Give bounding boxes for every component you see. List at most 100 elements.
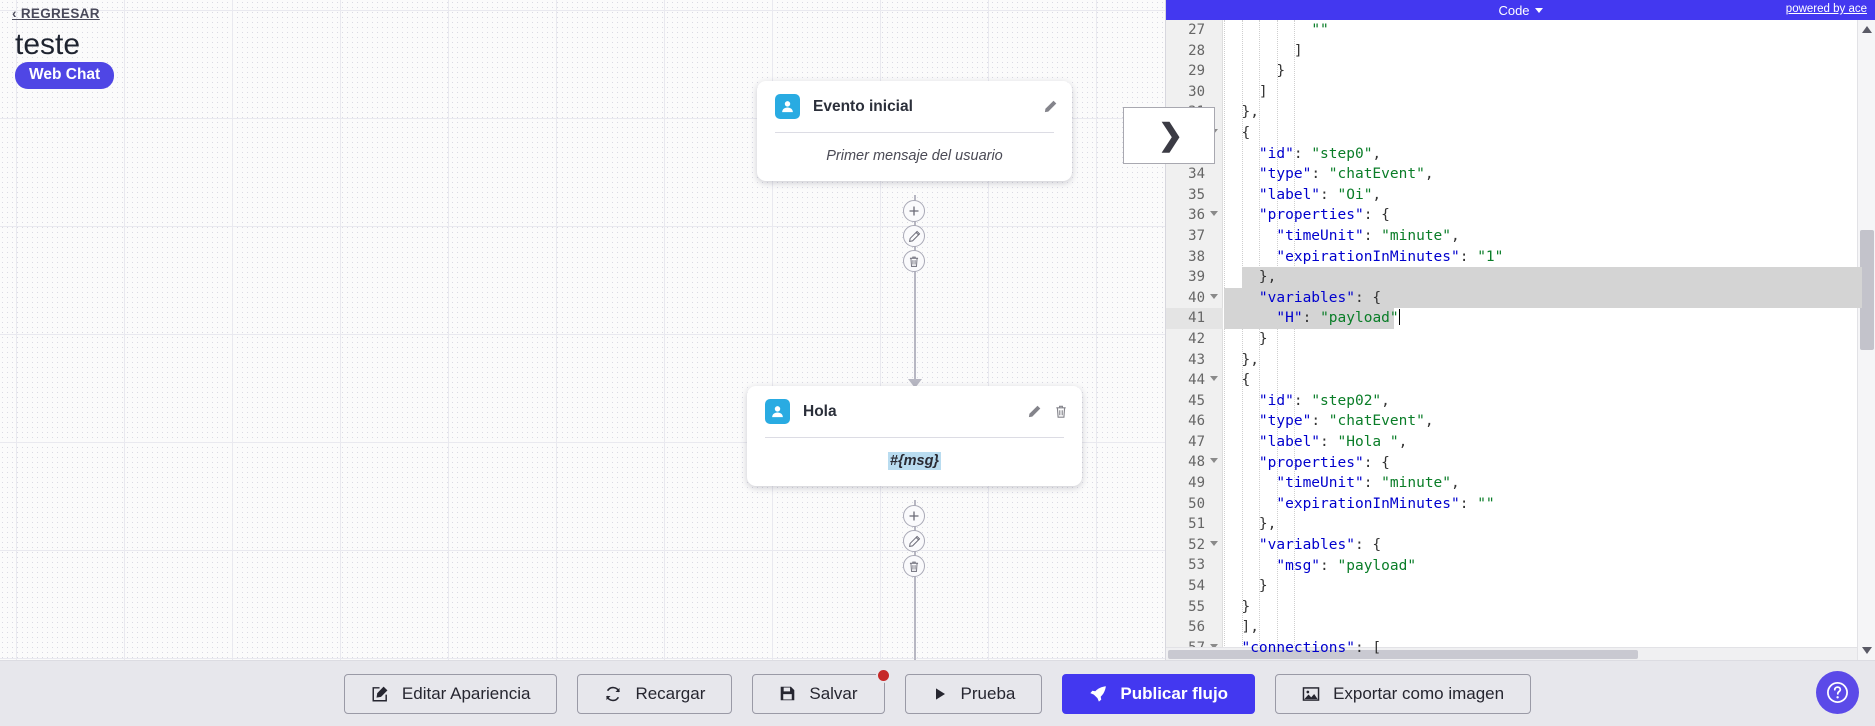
add-node-button[interactable] [903, 200, 925, 222]
code-line[interactable]: } [1224, 598, 1251, 615]
connector-line-1 [914, 195, 916, 385]
flow-node-hola[interactable]: Hola #{msg} [747, 386, 1082, 486]
code-line[interactable]: "expirationInMinutes": "1" [1276, 248, 1504, 265]
vertical-scroll-thumb[interactable] [1860, 230, 1874, 350]
code-line[interactable]: "connections": [ [1241, 640, 1382, 656]
powered-by-ace-link[interactable]: powered by ace [1785, 3, 1867, 15]
node-actions[interactable] [1043, 99, 1058, 114]
flow-node-evento-inicial[interactable]: Evento inicial Primer mensaje del usuari… [757, 81, 1072, 181]
connector-line-2 [914, 500, 916, 660]
add-node-button-2[interactable] [903, 505, 925, 527]
code-editor-title[interactable]: Code [1498, 2, 1530, 18]
code-line[interactable]: "id": "step02", [1258, 392, 1390, 409]
fold-triangle-icon[interactable] [1210, 458, 1218, 464]
line-number: 30 [1188, 83, 1205, 100]
code-selection-highlight [1224, 308, 1394, 329]
node-title: Hola [803, 402, 837, 420]
edit-icon[interactable] [1027, 404, 1042, 419]
flow-canvas[interactable]: ‹ REGRESAR teste Web Chat [0, 0, 1165, 660]
fold-triangle-icon[interactable] [1210, 293, 1218, 299]
code-fold-widget[interactable]: ❯ [1123, 107, 1215, 164]
code-line[interactable]: "variables": { [1258, 289, 1382, 306]
code-line[interactable]: { [1224, 125, 1251, 141]
code-line[interactable]: "properties": { [1258, 207, 1390, 224]
code-line[interactable]: }, [1224, 269, 1277, 286]
edit-connector-button-2[interactable] [903, 530, 925, 552]
code-line[interactable]: ], [1224, 619, 1259, 636]
edit-icon[interactable] [1043, 99, 1058, 114]
edit-icon [908, 535, 920, 547]
delete-connector-button[interactable] [903, 250, 925, 272]
button-label: Salvar [809, 683, 858, 703]
line-number: 53 [1188, 557, 1205, 574]
bottom-toolbar: Editar Apariencia Recargar Salvar Prueba Pub… [0, 660, 1875, 726]
code-line[interactable]: }, [1224, 104, 1259, 121]
help-button[interactable] [1816, 671, 1859, 714]
code-line[interactable]: "msg": "payload" [1276, 557, 1417, 574]
code-selection-highlight [1224, 287, 1862, 309]
node-header: Evento inicial [757, 81, 1072, 132]
node-placeholder-text: Primer mensaje del usuario [826, 148, 1003, 164]
connector-tools-2[interactable] [903, 505, 925, 577]
edit-appearance-button[interactable]: Editar Apariencia [343, 673, 558, 714]
scroll-up-arrow-icon[interactable] [1862, 26, 1872, 33]
reload-button[interactable]: Recargar [577, 673, 733, 714]
line-number: 45 [1188, 392, 1205, 409]
code-editor-panel[interactable]: Code powered by ace 27282930313233343536… [1165, 0, 1875, 660]
export-image-button[interactable]: Exportar como imagen [1275, 673, 1532, 714]
scroll-down-arrow-icon[interactable] [1862, 647, 1872, 654]
fold-triangle-icon[interactable] [1210, 643, 1218, 649]
publish-flow-button[interactable]: Publicar flujo [1062, 673, 1256, 714]
code-line[interactable]: { [1224, 372, 1251, 389]
horizontal-scroll-thumb[interactable] [1168, 650, 1638, 659]
line-number: 51 [1188, 516, 1205, 533]
fold-triangle-icon[interactable] [1210, 211, 1218, 217]
code-line[interactable]: "variables": { [1258, 537, 1382, 553]
code-line[interactable]: } [1224, 578, 1268, 595]
line-number: 49 [1188, 475, 1205, 492]
trash-icon[interactable] [1054, 404, 1068, 419]
code-line[interactable]: "timeUnit": "minute", [1276, 475, 1460, 492]
chevron-down-icon[interactable] [1534, 7, 1543, 13]
code-line[interactable]: "timeUnit": "minute", [1276, 228, 1460, 244]
code-line[interactable]: "id": "step0", [1258, 145, 1382, 162]
floppy-disk-icon [779, 685, 796, 702]
refresh-icon [604, 685, 622, 703]
node-actions[interactable] [1027, 404, 1068, 419]
code-line[interactable]: "type": "chatEvent", [1258, 413, 1434, 430]
chevron-right-icon[interactable]: ❯ [1158, 118, 1184, 152]
editor-vertical-scrollbar[interactable] [1857, 20, 1875, 660]
fold-triangle-icon[interactable] [1210, 376, 1218, 382]
button-label: Publicar flujo [1120, 683, 1229, 703]
edit-connector-button[interactable] [903, 225, 925, 247]
code-line[interactable]: "type": "chatEvent", [1258, 166, 1434, 183]
code-content[interactable]: "" ] } ] }, { "id": "step0", "type": "ch… [1224, 20, 1862, 660]
test-button[interactable]: Prueba [904, 673, 1043, 714]
image-icon [1302, 685, 1320, 703]
connector-tools-1[interactable] [903, 200, 925, 272]
page-title: teste [15, 28, 81, 61]
code-line[interactable]: } [1224, 63, 1286, 80]
save-button[interactable]: Salvar [752, 667, 891, 714]
code-line[interactable]: ] [1224, 83, 1268, 100]
delete-connector-button-2[interactable] [903, 555, 925, 577]
code-line[interactable]: "label": "Hola ", [1258, 434, 1408, 450]
back-link[interactable]: ‹ REGRESAR [12, 6, 100, 21]
code-line[interactable]: "H": "payload" [1276, 309, 1401, 327]
code-line[interactable]: "" [1311, 22, 1329, 38]
code-line[interactable]: ] [1224, 42, 1303, 59]
code-line[interactable]: }, [1224, 516, 1277, 533]
code-line[interactable]: "label": "Oi", [1258, 186, 1382, 203]
line-number: 54 [1188, 578, 1205, 595]
code-line[interactable]: }, [1224, 351, 1259, 368]
code-line[interactable]: } [1224, 331, 1268, 347]
add-icon [909, 206, 919, 216]
code-line[interactable]: "expirationInMinutes": "" [1276, 495, 1495, 512]
edit-square-icon [371, 685, 389, 703]
trash-icon [909, 561, 919, 572]
editor-horizontal-scrollbar[interactable] [1166, 647, 1857, 660]
add-icon [909, 511, 919, 521]
code-editor-body[interactable]: 2728293031323334353637383940414243444546… [1166, 20, 1875, 660]
fold-triangle-icon[interactable] [1210, 540, 1218, 546]
code-line[interactable]: "properties": { [1258, 454, 1390, 471]
